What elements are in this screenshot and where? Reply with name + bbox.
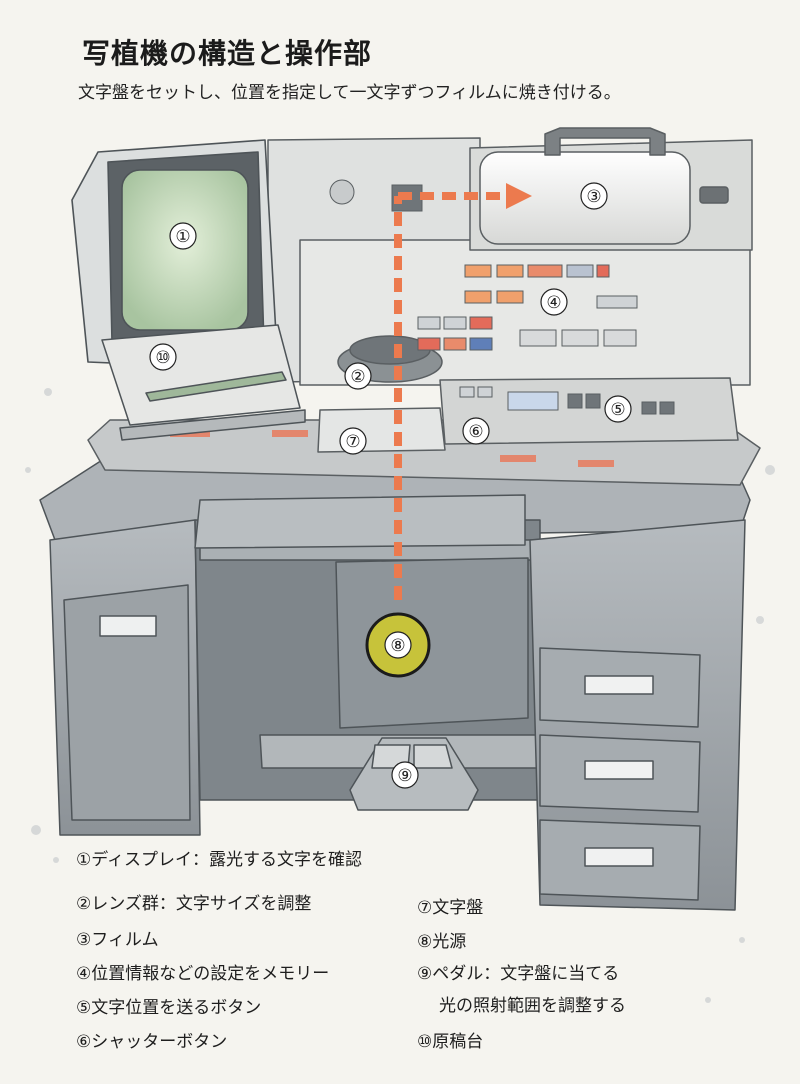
svg-text:⑧: ⑧ (390, 636, 405, 656)
svg-text:③: ③ (586, 187, 601, 207)
paint-splatters (25, 388, 775, 1003)
legend-item-2: ②レンズ群：文字サイズを調整 (76, 894, 312, 914)
legend-right-column: ⑦文字盤 ⑧光源 ⑨ペダル：文字盤に当てる 光の照射範囲を調整する ⑩原稿台 (417, 900, 717, 1060)
svg-text:⑥: ⑥ (468, 422, 483, 442)
page-title: 写植機の構造と操作部 (82, 37, 373, 70)
callout-marker-4: ④ (540, 288, 568, 316)
legend-item-3: ③フィルム (76, 930, 159, 950)
legend-item-9-line2: 光の照射範囲を調整する (439, 996, 626, 1016)
svg-text:①: ① (175, 227, 190, 247)
svg-text:⑩: ⑩ (155, 348, 170, 368)
svg-text:④: ④ (546, 293, 561, 313)
legend-item-10: ⑩原稿台 (417, 1032, 484, 1052)
page-subtitle: 文字盤をセットし、位置を指定して一文字ずつフィルムに焼き付ける。 (78, 83, 621, 103)
desk (39, 454, 751, 911)
callout-marker-8: ⑧ (384, 631, 412, 659)
legend-item-1: ①ディスプレイ：露光する文字を確認 (76, 850, 363, 870)
callout-marker-2: ② (344, 362, 372, 390)
light-path-arrow (394, 192, 506, 600)
legend-item-7: ⑦文字盤 (417, 898, 484, 918)
callout-marker-6: ⑥ (462, 417, 490, 445)
control-panel-buttons (329, 179, 675, 415)
callout-marker-1: ① (169, 222, 197, 250)
callout-marker-7: ⑦ (339, 427, 367, 455)
callout-marker-3: ③ (580, 182, 608, 210)
legend-item-5: ⑤文字位置を送るボタン (76, 998, 262, 1018)
callout-marker-9: ⑨ (391, 761, 419, 789)
arrowhead-icon (506, 183, 532, 209)
legend-item-8: ⑧光源 (417, 932, 467, 952)
callout-marker-10: ⑩ (149, 343, 177, 371)
svg-text:⑦: ⑦ (345, 432, 360, 452)
legend-left-column: ①ディスプレイ：露光する文字を確認 ②レンズ群：文字サイズを調整 ③フィルム ④… (76, 852, 416, 1062)
legend-item-6: ⑥シャッターボタン (76, 1032, 228, 1052)
machine-body (87, 127, 761, 486)
legend-item-4: ④位置情報などの設定をメモリー (76, 964, 330, 984)
svg-text:⑨: ⑨ (397, 766, 412, 786)
svg-text:⑤: ⑤ (610, 400, 625, 420)
svg-text:②: ② (350, 367, 365, 387)
callout-marker-5: ⑤ (604, 395, 632, 423)
legend-item-9: ⑨ペダル：文字盤に当てる (417, 964, 620, 984)
manuscript-stand (101, 324, 306, 441)
